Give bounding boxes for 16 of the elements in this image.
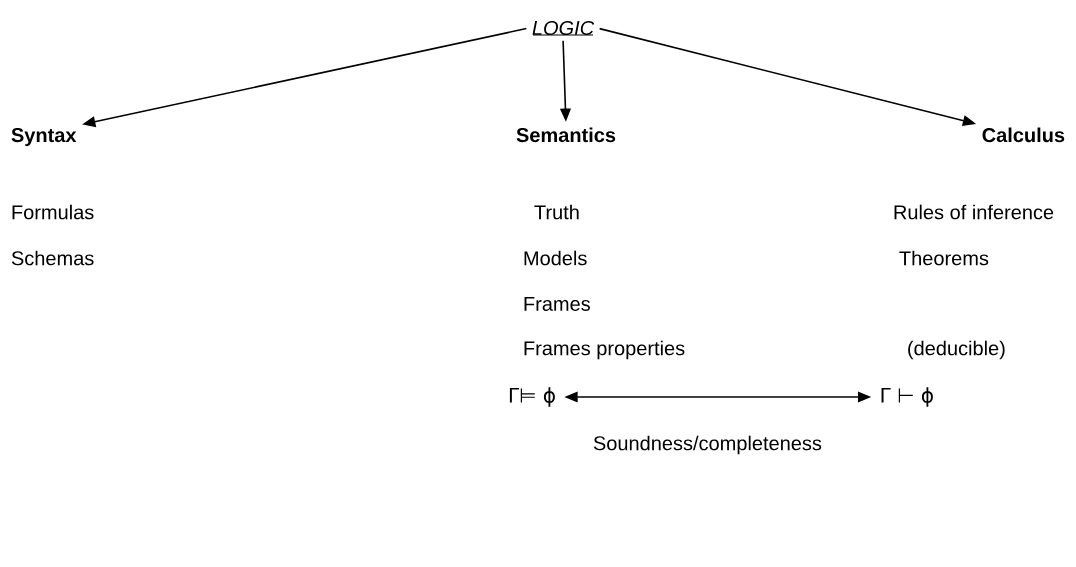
label-text: Frames properties bbox=[524, 340, 685, 360]
formula-text: Γ ⊢ ϕ bbox=[881, 387, 933, 407]
label-text: Formulas bbox=[12, 204, 94, 220]
underlined-title: LOGIC bbox=[532, 20, 595, 36]
label-text: Schemas bbox=[11, 250, 94, 266]
label-text: Models bbox=[524, 250, 587, 266]
label-text: Rules of inference bbox=[894, 204, 1054, 220]
label-text: Frames bbox=[524, 297, 590, 311]
label-text: Truth bbox=[534, 204, 579, 220]
heading-text: Calculus bbox=[982, 127, 1065, 143]
label-text: Soundness/completeness bbox=[593, 435, 822, 455]
heading-text: Semantics bbox=[516, 127, 616, 143]
label-text: Theorems bbox=[899, 250, 989, 266]
heading-text: Syntax bbox=[11, 128, 77, 147]
label-text: (deducible) bbox=[908, 340, 1005, 360]
formula-text: Γ⊨ ϕ bbox=[509, 387, 555, 407]
